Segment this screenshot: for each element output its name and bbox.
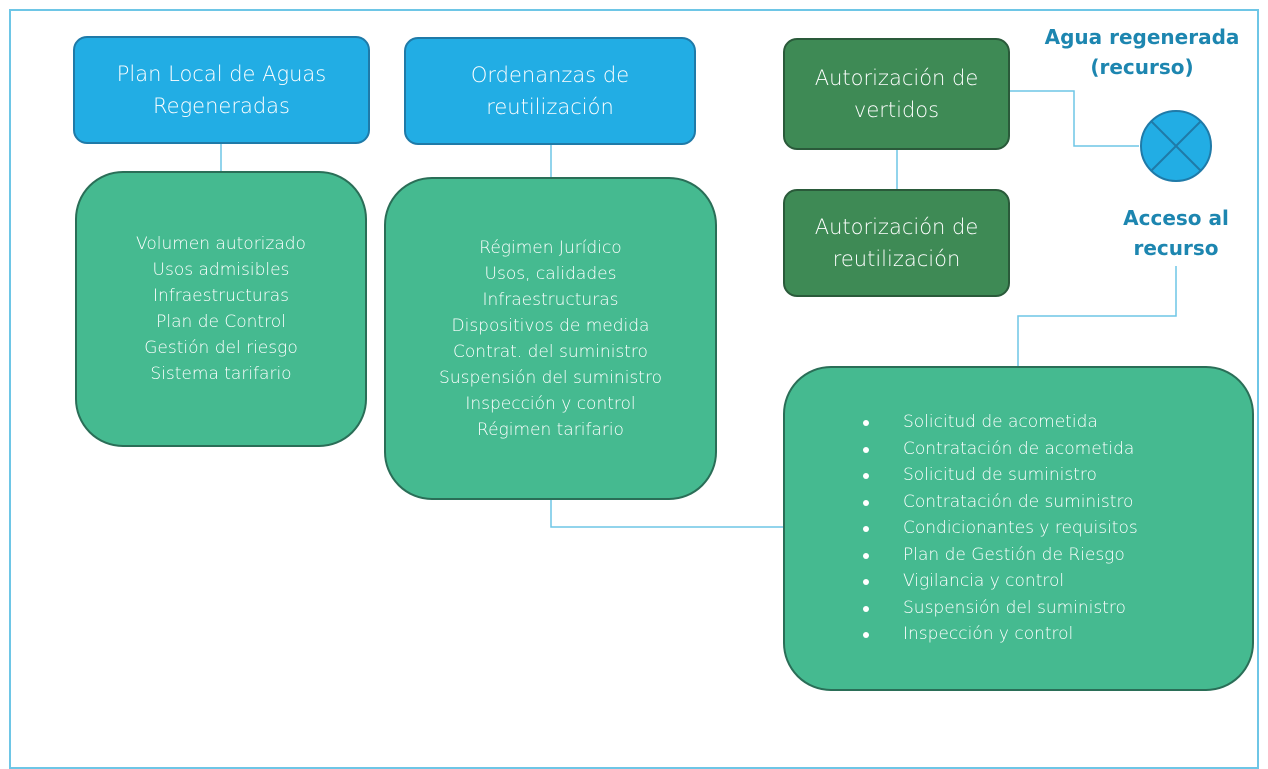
autorizacion-vertidos-box: Autorización de vertidos bbox=[783, 38, 1010, 150]
agua-regenerada-line-1: Agua regenerada bbox=[1044, 25, 1240, 49]
ordenanzas-item: Suspensión del suministro bbox=[439, 367, 662, 388]
ordenanzas-item: Infraestructuras bbox=[482, 289, 619, 310]
acceso-item: Vigilancia y control bbox=[857, 568, 1138, 595]
acceso-item: Condicionantes y requisitos bbox=[857, 515, 1138, 542]
ordenanzas-line-1: Ordenanzas de bbox=[470, 63, 630, 87]
valve-symbol bbox=[1140, 110, 1212, 182]
vertidos-line-1: Autorización de bbox=[814, 66, 979, 90]
plan-local-box: Plan Local de Aguas Regeneradas bbox=[73, 36, 370, 144]
ordenanzas-item: Usos, calidades bbox=[484, 263, 617, 284]
ordenanzas-item: Régimen tarifario bbox=[477, 419, 624, 440]
plan-item: Sistema tarifario bbox=[150, 364, 292, 384]
ordenanzas-contents-box: Régimen Jurídico Usos, calidades Infraes… bbox=[384, 177, 717, 500]
acceso-recurso-line-1: Acceso al bbox=[1123, 206, 1229, 230]
plan-item: Plan de Control bbox=[156, 312, 286, 332]
vertidos-line-2: vertidos bbox=[853, 98, 940, 122]
autorizacion-reutilizacion-box: Autorización de reutilización bbox=[783, 189, 1010, 297]
acceso-item: Solicitud de suministro bbox=[857, 462, 1138, 489]
acceso-item: Inspección y control bbox=[857, 621, 1138, 648]
acceso-item: Contratación de suministro bbox=[857, 489, 1138, 516]
acceso-item: Solicitud de acometida bbox=[857, 409, 1138, 436]
reutilizacion-line-2: reutilización bbox=[832, 247, 961, 271]
acceso-contents-box: Solicitud de acometida Contratación de a… bbox=[783, 366, 1254, 691]
acceso-recurso-label: Acceso al recurso bbox=[1096, 203, 1256, 263]
connector-lines bbox=[220, 90, 1212, 528]
acceso-item: Suspensión del suministro bbox=[857, 595, 1138, 622]
acceso-recurso-line-2: recurso bbox=[1133, 236, 1219, 260]
plan-item: Gestión del riesgo bbox=[144, 338, 298, 358]
connector-ordenanzas-to-acceso bbox=[550, 499, 785, 528]
acceso-item: Plan de Gestión de Riesgo bbox=[857, 542, 1138, 569]
connector-vertidos-to-valve bbox=[1010, 90, 1139, 147]
plan-item: Usos admisibles bbox=[152, 260, 290, 280]
connector-valve-to-acceso bbox=[1017, 266, 1177, 366]
plan-item: Infraestructuras bbox=[153, 286, 289, 306]
ordenanzas-item: Inspección y control bbox=[465, 393, 636, 414]
plan-local-line-2: Regeneradas bbox=[153, 94, 290, 118]
agua-regenerada-label: Agua regenerada (recurso) bbox=[1022, 22, 1262, 82]
ordenanzas-item: Dispositivos de medida bbox=[451, 315, 650, 336]
ordenanzas-item: Régimen Jurídico bbox=[479, 237, 622, 258]
plan-local-line-1: Plan Local de Aguas bbox=[116, 62, 327, 86]
agua-regenerada-line-2: (recurso) bbox=[1090, 55, 1194, 79]
plan-item: Volumen autorizado bbox=[136, 234, 306, 254]
acceso-bullet-list: Solicitud de acometida Contratación de a… bbox=[857, 409, 1138, 648]
ordenanzas-item: Contrat. del suministro bbox=[453, 341, 648, 362]
reutilizacion-line-1: Autorización de bbox=[814, 215, 979, 239]
ordenanzas-box: Ordenanzas de reutilización bbox=[404, 37, 696, 145]
ordenanzas-line-2: reutilización bbox=[486, 95, 614, 119]
plan-contents-box: Volumen autorizado Usos admisibles Infra… bbox=[75, 171, 367, 447]
acceso-item: Contratación de acometida bbox=[857, 436, 1138, 463]
